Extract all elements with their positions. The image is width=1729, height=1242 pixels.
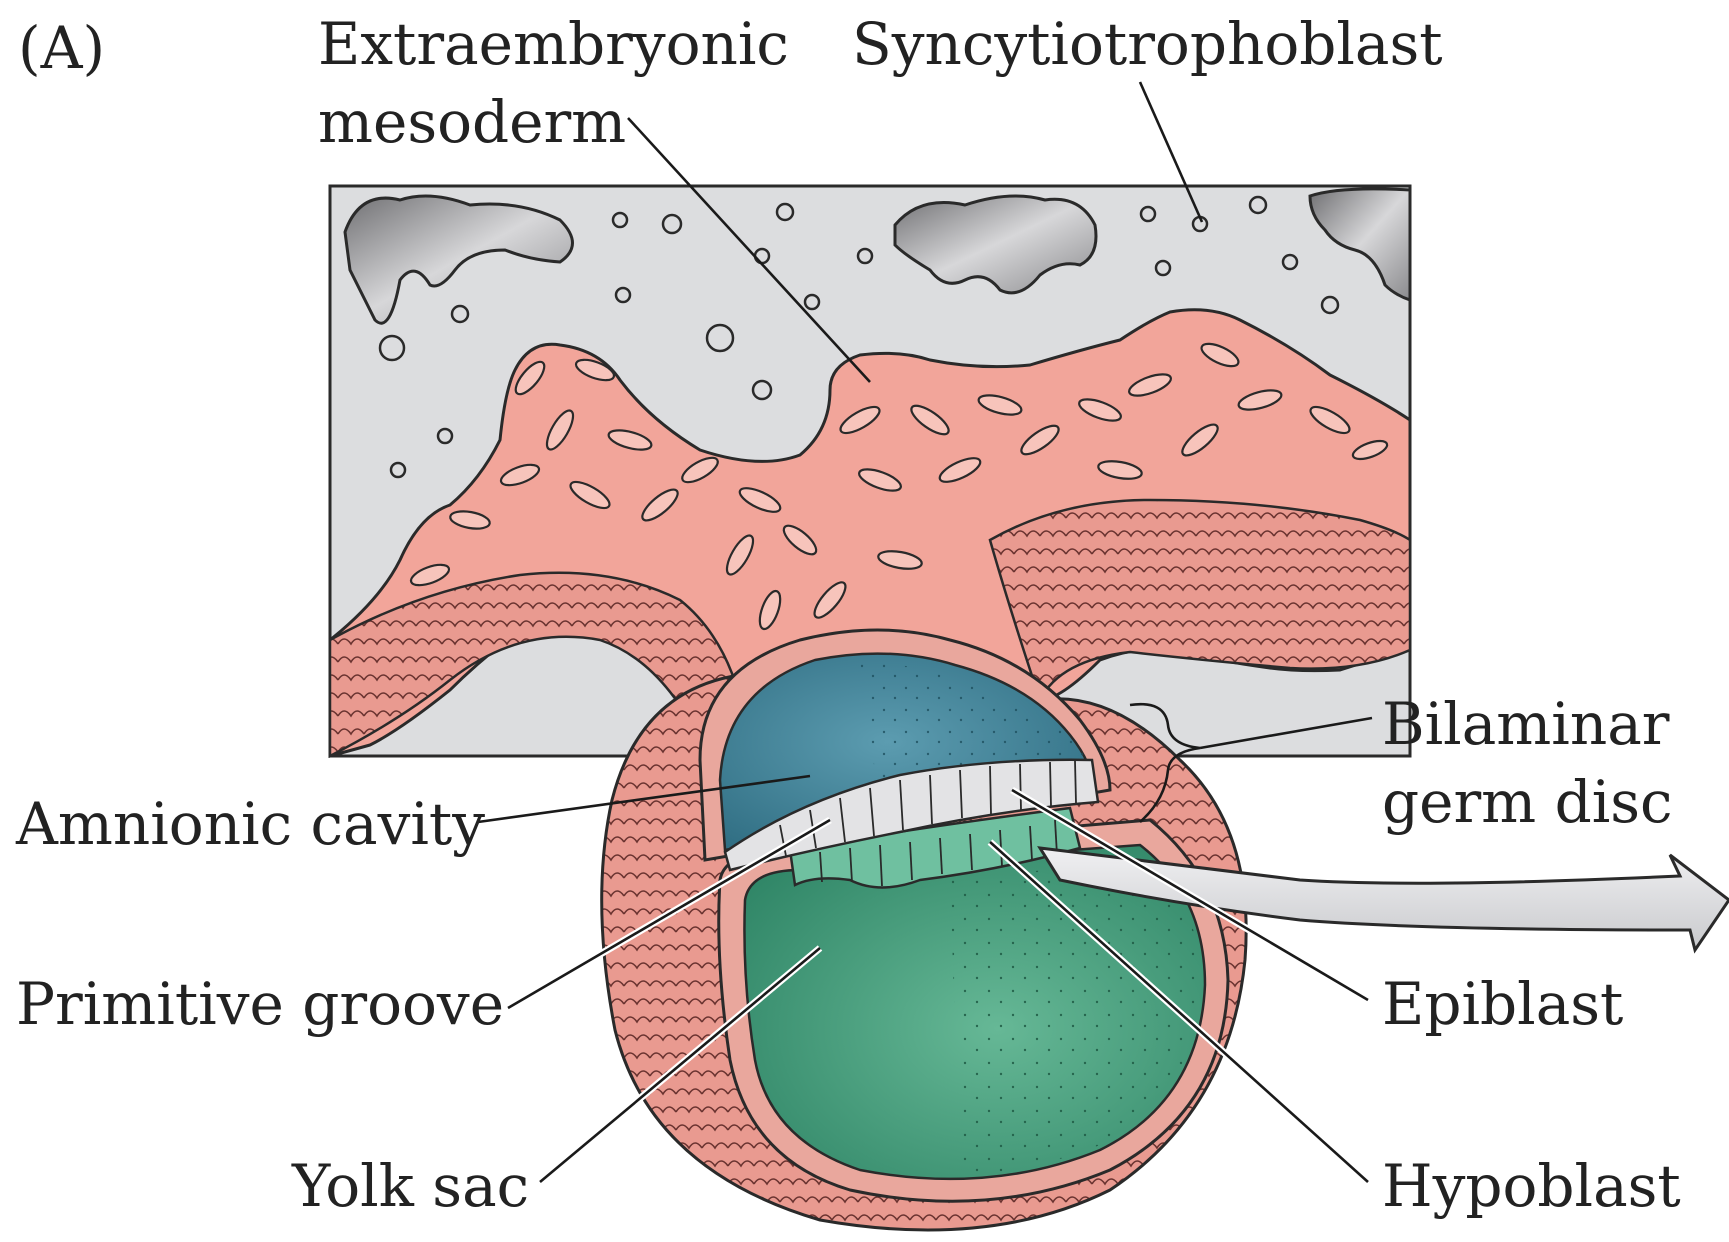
label-hypoblast: Hypoblast (1382, 1152, 1681, 1220)
label-extraembryonic-line1: Extraembryonic (318, 10, 789, 78)
label-bilaminar-line2: germ disc (1382, 768, 1673, 836)
label-yolk-sac: Yolk sac (291, 1152, 529, 1220)
panel-label: (A) (18, 14, 105, 82)
label-epiblast: Epiblast (1382, 970, 1623, 1038)
label-syncytiotrophoblast: Syncytiotrophoblast (852, 10, 1443, 78)
label-primitive-groove: Primitive groove (16, 970, 504, 1038)
label-amnionic-cavity: Amnionic cavity (15, 790, 485, 858)
label-extraembryonic-line2: mesoderm (318, 88, 626, 156)
label-bilaminar-line1: Bilaminar (1382, 690, 1670, 758)
